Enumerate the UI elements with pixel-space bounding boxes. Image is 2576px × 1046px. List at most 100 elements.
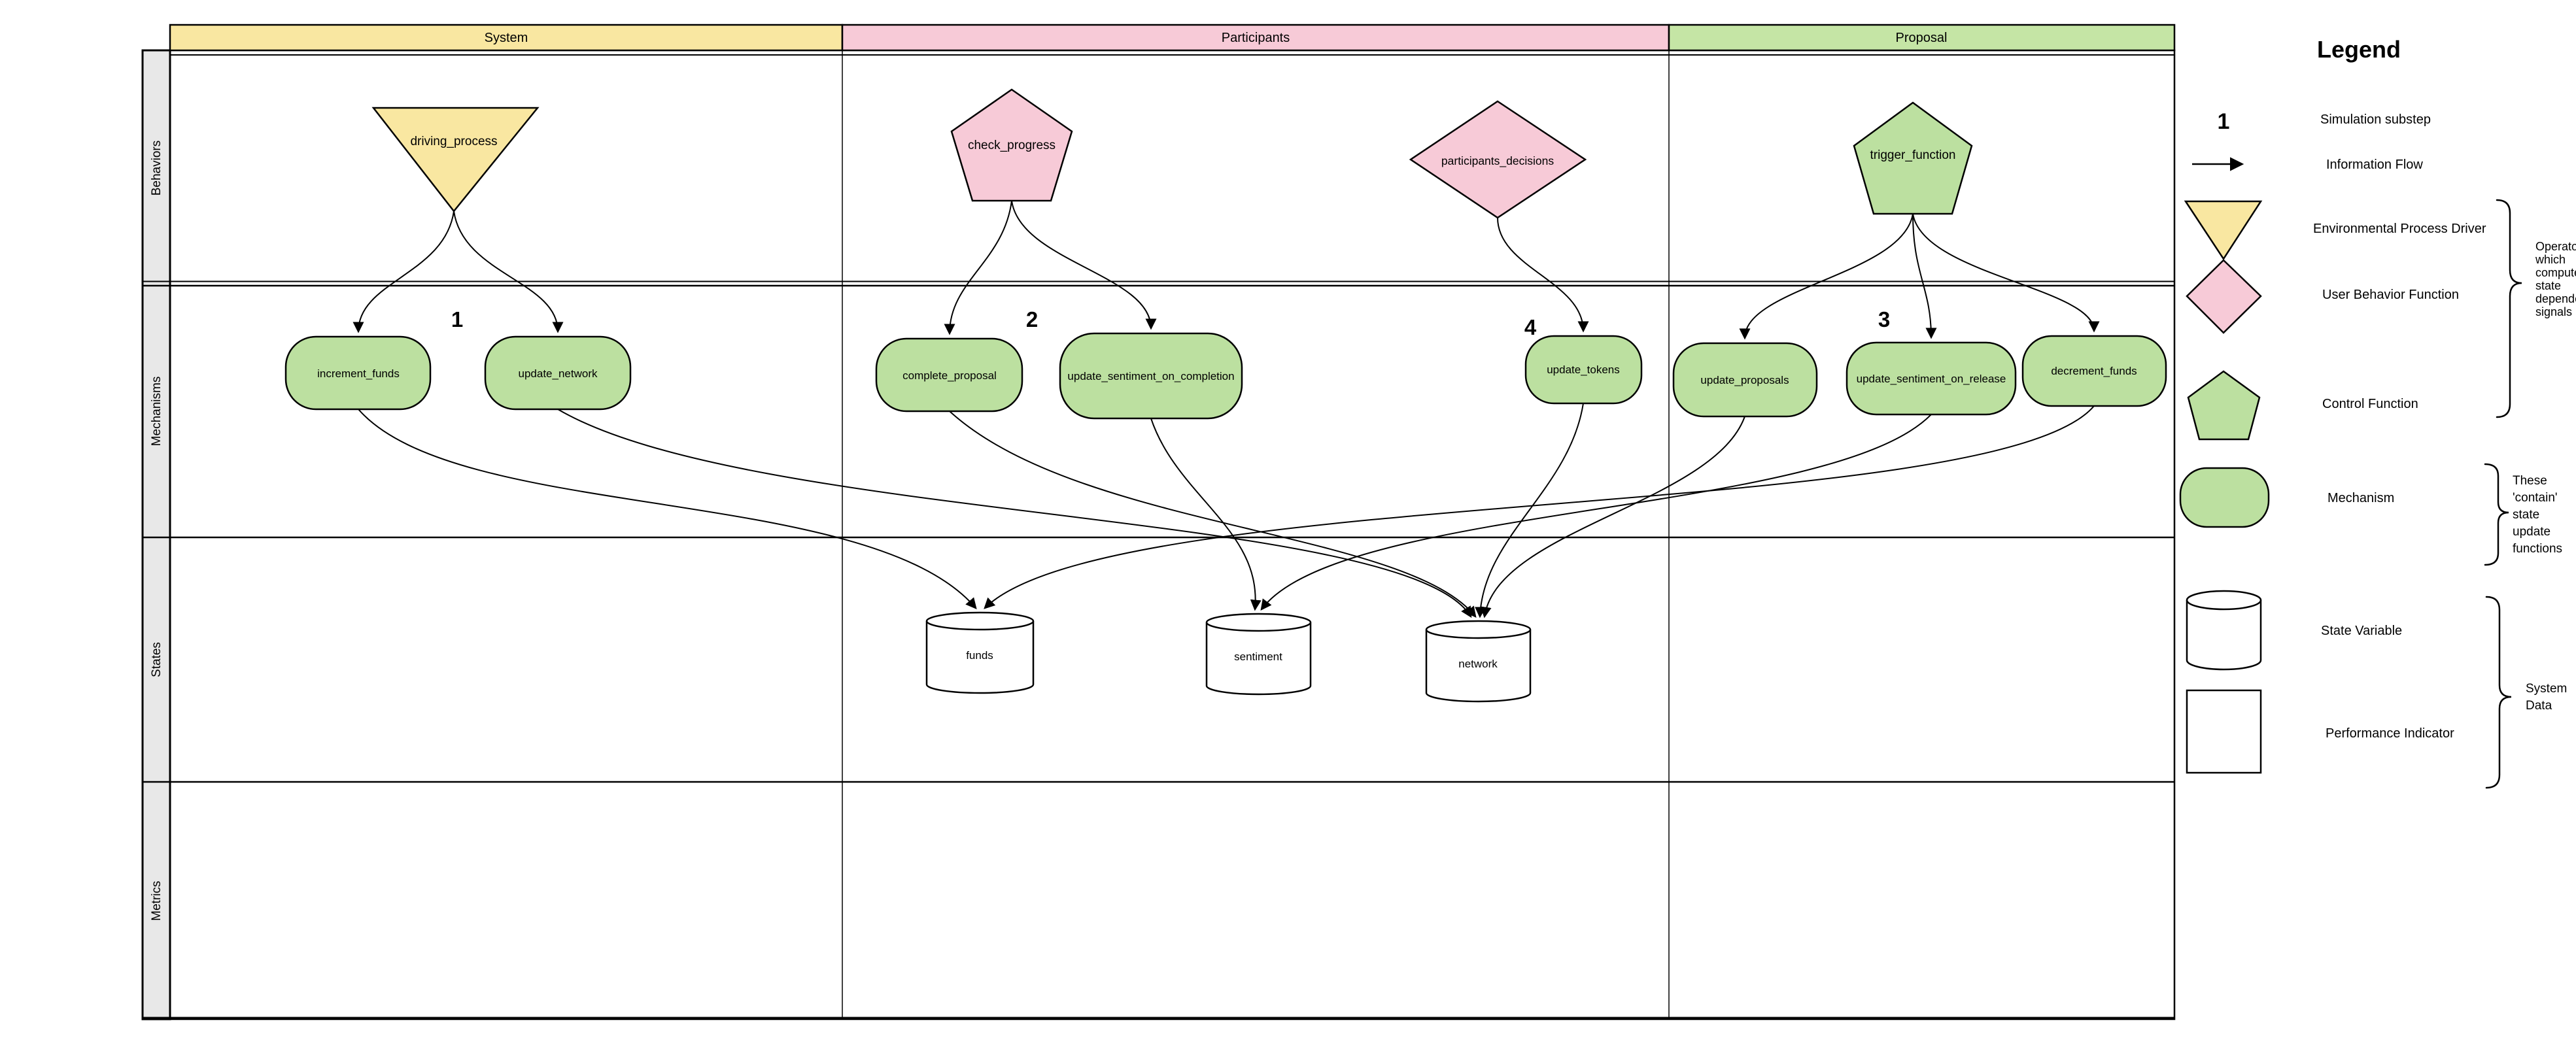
legend-cylinder-icon-top bbox=[2186, 590, 2262, 611]
annotation-contain-line: 'contain' bbox=[2513, 491, 2558, 505]
driving-process-label: driving_process bbox=[410, 135, 497, 148]
annotation-operators-line: signals bbox=[2535, 305, 2572, 318]
mechanism-update-network bbox=[484, 335, 632, 411]
substep-number-2: 2 bbox=[1026, 307, 1038, 331]
state-nodes: funds sentiment network bbox=[925, 611, 1532, 703]
annotation-operators-line: compute bbox=[2535, 266, 2576, 279]
flow-driving_process-increment_funds bbox=[352, 211, 455, 333]
legend-simulation-substep-label: Simulation substep bbox=[2320, 112, 2431, 127]
annotation-contain-line: functions bbox=[2513, 542, 2562, 556]
flow-trigger_function-decrement_funds bbox=[1912, 213, 2100, 333]
mechanism-complete-proposal bbox=[875, 337, 1023, 413]
legend-mechanism-label: Mechanism bbox=[2327, 491, 2394, 505]
lane-label-metrics: Metrics bbox=[150, 881, 163, 920]
update-proposals-label: update_proposals bbox=[1700, 374, 1789, 386]
increment-funds-label: increment_funds bbox=[317, 367, 400, 380]
state-funds-cylinder-top bbox=[925, 611, 1035, 631]
lane-label-strip bbox=[141, 49, 171, 1021]
annotation-operators-line: which bbox=[2535, 253, 2566, 266]
legend-state-variable-label: State Variable bbox=[2321, 624, 2402, 638]
legend-brace-system-data bbox=[2485, 596, 2512, 789]
mechanism-update-proposals bbox=[1672, 342, 1818, 418]
annotation-system-data-line: System bbox=[2526, 682, 2567, 696]
annotation-operators-line: state bbox=[2535, 279, 2561, 292]
check-progress-label: check_progress bbox=[968, 139, 1056, 152]
user-behavior-pentagon-node bbox=[950, 88, 1073, 202]
column-header-system-label: System bbox=[485, 31, 528, 45]
legend-inverted-triangle-icon bbox=[2184, 200, 2263, 261]
column-header-proposal bbox=[1668, 24, 2176, 52]
substep-number-1: 1 bbox=[451, 307, 463, 331]
legend-environmental-process-driver-label: Environmental Process Driver bbox=[2313, 222, 2486, 236]
legend-substep-number-symbol: 1 bbox=[2218, 109, 2230, 134]
flow-increment_funds-funds bbox=[358, 409, 977, 609]
decrement-funds-label: decrement_funds bbox=[2051, 365, 2137, 377]
legend-brace-operators bbox=[2496, 199, 2522, 418]
annotation-contain-line: update bbox=[2513, 525, 2550, 539]
legend-user-behavior-function-label: User Behavior Function bbox=[2322, 288, 2459, 302]
update-sentiment-on-completion-label: update_sentiment_on_completion bbox=[1067, 370, 1234, 382]
column-header-participants-label: Participants bbox=[1222, 31, 1290, 45]
flow-participants_decisions-update_tokens bbox=[1497, 217, 1589, 333]
mechanism-nodes: increment_funds update_network complete_… bbox=[284, 332, 2167, 420]
flow-update_network-network bbox=[557, 409, 1472, 618]
legend-annotation-operators: Operators which compute state dependent … bbox=[2535, 240, 2576, 318]
lane-label-states: States bbox=[150, 642, 163, 677]
legend-pentagon-icon bbox=[2187, 370, 2261, 441]
mechanism-increment-funds bbox=[284, 335, 432, 411]
state-network-cylinder-body bbox=[1425, 630, 1532, 703]
flow-update_tokens-network bbox=[1475, 403, 1584, 618]
state-sentiment-cylinder-top bbox=[1205, 613, 1312, 632]
legend: Legend 1 Simulation substep Information … bbox=[2179, 36, 2576, 789]
legend-brace-contain bbox=[2484, 463, 2509, 566]
flow-trigger_function-update_proposals bbox=[1739, 213, 1914, 340]
update-tokens-label: update_tokens bbox=[1547, 363, 1620, 376]
substep-number-4: 4 bbox=[1524, 315, 1537, 339]
annotation-contain-line: state bbox=[2513, 508, 2539, 522]
flow-update_proposals-network bbox=[1480, 416, 1745, 618]
legend-rounded-rect-icon bbox=[2179, 467, 2270, 528]
state-sentiment-cylinder-body bbox=[1205, 622, 1312, 696]
substep-numbers: 1 2 4 3 bbox=[451, 307, 1890, 339]
update-sentiment-on-release-label: update_sentiment_on_release bbox=[1857, 373, 2006, 385]
annotation-contain-line: These bbox=[2513, 474, 2547, 488]
legend-cylinder-icon-body bbox=[2186, 600, 2262, 671]
legend-information-flow-label: Information Flow bbox=[2326, 158, 2423, 172]
participants-decisions-label: participants_decisions bbox=[1441, 154, 1554, 168]
environmental-process-driver-node bbox=[371, 107, 540, 213]
user-behavior-diamond-node bbox=[1409, 100, 1587, 219]
sentiment-label: sentiment bbox=[1234, 650, 1282, 663]
flow-decrement_funds-funds bbox=[984, 405, 2095, 609]
mechanism-update-sentiment-on-release bbox=[1846, 341, 2017, 416]
legend-annotation-contain: These 'contain' state update functions bbox=[2513, 474, 2562, 556]
lane-label-behaviors: Behaviors bbox=[150, 141, 163, 196]
behavior-nodes: driving_process check_progress participa… bbox=[371, 88, 1973, 219]
annotation-operators-line: dependent bbox=[2535, 292, 2576, 305]
column-header-proposal-label: Proposal bbox=[1896, 31, 1948, 45]
mechanism-update-tokens bbox=[1524, 335, 1643, 405]
update-network-label: update_network bbox=[519, 367, 598, 380]
legend-control-function-label: Control Function bbox=[2322, 397, 2418, 411]
state-network-cylinder-top bbox=[1425, 620, 1532, 639]
legend-diamond-icon bbox=[2186, 259, 2262, 334]
legend-performance-indicator-label: Performance Indicator bbox=[2326, 726, 2454, 741]
legend-annotation-system-data: System Data bbox=[2526, 682, 2567, 713]
state-funds-cylinder-body bbox=[925, 621, 1035, 694]
funds-label: funds bbox=[966, 649, 993, 662]
swimlane-frame: System Participants Proposal Behaviors M… bbox=[141, 24, 2176, 1021]
substep-number-3: 3 bbox=[1878, 307, 1890, 331]
flow-update_sentiment_on_release-sentiment bbox=[1260, 414, 1932, 611]
flow-driving_process-update_network bbox=[453, 211, 564, 333]
trigger-function-label: trigger_function bbox=[1870, 148, 1956, 162]
flow-trigger_function-update_sentiment_on_release bbox=[1912, 213, 1937, 339]
lane-label-mechanisms: Mechanisms bbox=[150, 377, 163, 447]
flow-check_progress-complete_proposal bbox=[944, 200, 1012, 335]
flow-complete_proposal-network bbox=[949, 411, 1477, 618]
mechanism-decrement-funds bbox=[2021, 335, 2167, 407]
flow-update_sentiment_on_completion-sentiment bbox=[1150, 418, 1262, 611]
flows-mechanism-to-state bbox=[358, 403, 2095, 618]
network-label: network bbox=[1458, 658, 1498, 670]
complete-proposal-label: complete_proposal bbox=[902, 369, 997, 382]
